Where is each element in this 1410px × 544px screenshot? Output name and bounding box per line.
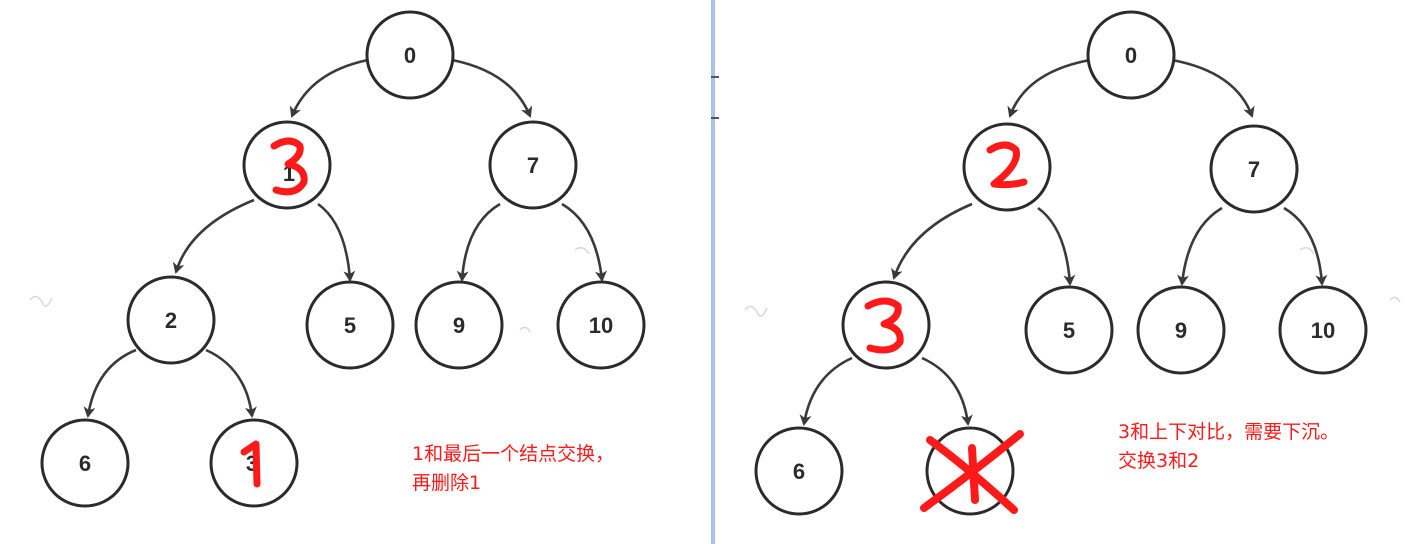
left-annotation-line-1: 1和最后一个结点交换， [412, 443, 615, 465]
left-annotation: 1和最后一个结点交换， 再删除1 [412, 440, 614, 498]
edge-2-to-leaf [205, 348, 257, 418]
edge-r0-to-left [1007, 58, 1091, 118]
handwritten-3-mark [270, 137, 308, 196]
svg-text:10: 10 [1311, 318, 1335, 343]
edge-r0-to-7 [1171, 58, 1255, 118]
panel-divider [711, 0, 715, 544]
background-sketch-marks [29, 247, 1401, 333]
deleted-vertical-mark [968, 444, 979, 504]
edge-2-to-6 [83, 348, 137, 418]
divider-tick [711, 117, 719, 119]
right-annotation-line-1: 3和上下对比，需要下沉。 [1118, 421, 1340, 443]
svg-text:5: 5 [1063, 318, 1075, 343]
svg-text:7: 7 [527, 153, 539, 178]
edge-r3-to-deleted [921, 356, 973, 426]
svg-text:5: 5 [344, 313, 356, 338]
edge-7-to-10 [561, 202, 608, 282]
divider-tick [711, 76, 719, 78]
svg-text:10: 10 [589, 313, 613, 338]
handwritten-2-mark [986, 141, 1028, 189]
edge-0-to-left [289, 58, 369, 118]
svg-text:0: 0 [1125, 43, 1137, 68]
handwritten-1-mark [240, 440, 261, 488]
edge-r3-to-6 [799, 356, 853, 426]
svg-text:6: 6 [793, 459, 805, 484]
node-r-right: 7 [1209, 124, 1299, 214]
svg-text:7: 7 [1248, 157, 1260, 182]
svg-text:9: 9 [1175, 318, 1187, 343]
left-tree: 0 1 7 2 5 9 10 [40, 10, 646, 508]
node-left-right: 5 [305, 280, 395, 370]
edge-left-to-5 [317, 202, 356, 282]
svg-text:0: 0 [404, 43, 416, 68]
node-leaf-a: 6 [40, 418, 130, 508]
left-annotation-line-2: 再删除1 [412, 472, 482, 494]
right-annotation: 3和上下对比，需要下沉。 交换3和2 [1118, 418, 1339, 476]
node-right-left: 9 [414, 280, 504, 370]
node-r-left-right: 5 [1024, 285, 1114, 375]
edge-0-to-7 [451, 58, 533, 118]
handwritten-3b-mark [864, 297, 904, 354]
node-r-leaf-a: 6 [754, 426, 844, 516]
edge-r7-to-9 [1176, 206, 1223, 286]
edge-rleft-to-5 [1037, 206, 1076, 286]
svg-text:6: 6 [79, 451, 91, 476]
svg-text:2: 2 [165, 308, 177, 333]
node-r-right-right: 10 [1278, 285, 1368, 375]
edge-rleft-to-3 [891, 202, 973, 280]
edge-left-to-2 [172, 198, 255, 274]
node-right-right: 10 [556, 280, 646, 370]
node-right: 7 [488, 120, 578, 210]
node-r-root: 0 [1086, 10, 1176, 100]
edge-7-to-9 [456, 202, 501, 282]
right-annotation-line-2: 交换3和2 [1118, 450, 1200, 472]
right-tree: 0 7 5 9 10 [754, 10, 1368, 516]
svg-text:9: 9 [453, 313, 465, 338]
node-root: 0 [365, 10, 455, 100]
node-r-right-left: 9 [1136, 285, 1226, 375]
node-left-left: 2 [126, 275, 216, 365]
node-r-left [962, 122, 1052, 212]
edge-r7-to-10 [1283, 206, 1328, 286]
